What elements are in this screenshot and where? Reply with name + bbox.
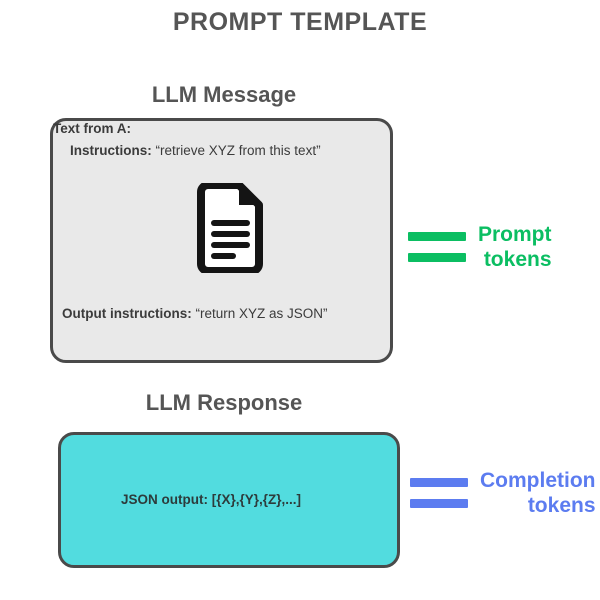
llm-message-box: Instructions: “retrieve XYZ from this te… [50, 118, 393, 363]
prompt-tokens-legend: Prompt tokens [408, 222, 552, 272]
llm-response-box: JSON output: [{X},{Y},{Z},...] [58, 432, 400, 568]
json-output-text: JSON output: [{X},{Y},{Z},...] [121, 492, 302, 507]
completion-tokens-legend: Completion tokens [410, 468, 596, 518]
completion-tokens-bars [410, 478, 468, 509]
output-instructions-row: Output instructions: “return XYZ as JSON… [62, 306, 328, 321]
output-instructions-value: “return XYZ as JSON” [195, 306, 328, 321]
completion-tokens-label-line1: Completion [480, 469, 596, 492]
document-icon [195, 181, 265, 275]
completion-token-bar-2 [410, 499, 468, 509]
completion-tokens-label-line2: tokens [527, 494, 596, 518]
prompt-token-bar-2 [408, 253, 466, 263]
prompt-tokens-label: Prompt tokens [478, 222, 552, 272]
text-from-label: Text from A: [53, 121, 132, 136]
output-instructions-label: Output instructions: [62, 306, 192, 321]
prompt-tokens-bars [408, 232, 466, 263]
completion-token-bar-1 [410, 478, 468, 488]
prompt-token-bar-1 [408, 232, 466, 242]
llm-response-heading: LLM Response [145, 390, 303, 415]
instructions-label: Instructions: [70, 143, 152, 158]
completion-tokens-label: Completion tokens [480, 468, 596, 518]
instructions-value: “retrieve XYZ from this text” [155, 143, 321, 158]
prompt-tokens-label-line1: Prompt [478, 223, 552, 246]
instructions-row: Instructions: “retrieve XYZ from this te… [70, 143, 321, 158]
prompt-tokens-label-line2: tokens [483, 248, 552, 272]
page-title: PROMPT TEMPLATE [172, 8, 428, 36]
llm-message-heading: LLM Message [151, 82, 297, 107]
